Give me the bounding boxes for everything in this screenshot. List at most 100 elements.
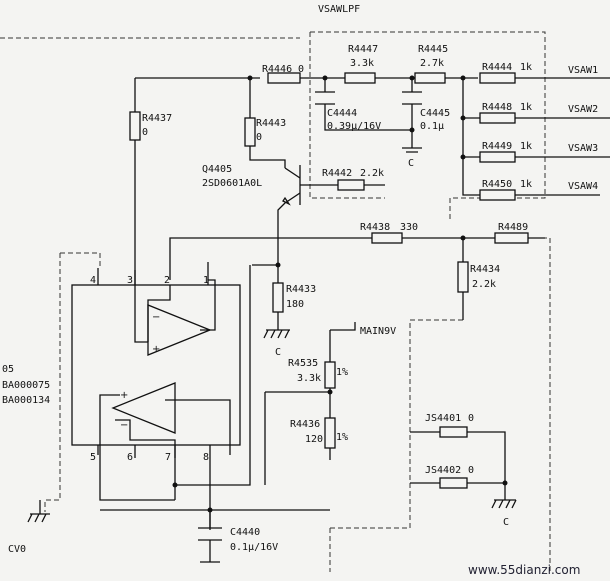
resistor-r4446-body: [267, 72, 301, 84]
label-js4401-ref: JS4401: [425, 413, 461, 424]
label-r4437-ref: R4437: [142, 113, 172, 124]
ic-package: [71, 284, 241, 446]
label-r4445-ref: R4445: [418, 44, 448, 55]
label-r4434-value: 2.2k: [472, 279, 496, 290]
ic-body: [71, 284, 241, 446]
wires: [39, 77, 610, 562]
label-c4444-ref: C4444: [327, 108, 357, 119]
pin-5: 5: [90, 452, 96, 463]
resistor-r4437-body: [129, 111, 141, 141]
resistor-r4433-body: [272, 282, 284, 313]
jumper-js4402-body: [439, 477, 468, 489]
label-r4489-ref: R4489: [498, 222, 528, 233]
label-r4436-value: 120: [305, 434, 323, 445]
label-r4447-value: 3.3k: [350, 58, 374, 69]
ground-r4433: [263, 329, 290, 339]
ground-cv0: [27, 513, 50, 523]
resistor-r4434-body: [457, 261, 469, 293]
opamp-lower: [111, 382, 176, 434]
label-r4445-value: 2.7k: [420, 58, 444, 69]
resistor-r4450-body: [479, 189, 516, 201]
pin-4: 4: [90, 275, 96, 286]
label-r4535-tol: 1%: [336, 367, 348, 378]
label-r4442-ref: R4442: [322, 168, 352, 179]
label-js4402-ref: JS4402: [425, 465, 461, 476]
label-r4433-gnd: C: [275, 347, 281, 358]
pin-3: 3: [127, 275, 133, 286]
label-r4446-value: 0: [298, 64, 304, 75]
label-r4450-ref: R4450: [482, 179, 512, 190]
label-js4402-value: 0: [468, 465, 474, 476]
label-ic-ref: 05: [2, 364, 14, 375]
label-q4405-part: 2SD0601A0L: [202, 178, 262, 189]
opamp-lower-plus: +: [120, 390, 128, 401]
pin-2: 2: [164, 275, 170, 286]
label-main9v: MAIN9V: [360, 326, 396, 337]
ground-js4402: [491, 499, 517, 509]
label-r4433-ref: R4433: [286, 284, 316, 295]
label-vsaw3: VSAW3: [568, 143, 598, 154]
resistor-r4445-body: [414, 72, 446, 84]
label-r4438-ref: R4438: [360, 222, 390, 233]
label-r4447-ref: R4447: [348, 44, 378, 55]
label-c4440-ref: C4440: [230, 527, 260, 538]
label-q4405: Q4405: [202, 164, 232, 175]
pin-1: 1: [203, 275, 209, 286]
label-r4450-value: 1k: [520, 179, 532, 190]
opamp-lower-minus: −: [120, 420, 128, 431]
label-r4535-ref: R4535: [288, 358, 318, 369]
pin-6: 6: [127, 452, 133, 463]
capacitor-c4444-plates: [315, 91, 335, 105]
resistor-r4444-body: [479, 72, 516, 84]
label-vsaw4: VSAW4: [568, 181, 598, 192]
label-r4448-ref: R4448: [482, 102, 512, 113]
watermark: www.55dianzi.com: [468, 563, 580, 577]
label-r4433-value: 180: [286, 299, 304, 310]
label-ic-part2: BA000134: [2, 395, 50, 406]
pin-7: 7: [165, 452, 171, 463]
label-r4434-ref: R4434: [470, 264, 500, 275]
pin-8: 8: [203, 452, 209, 463]
resistor-r4489-body: [494, 232, 529, 244]
resistor-r4442-body: [337, 179, 365, 191]
label-r4449-ref: R4449: [482, 141, 512, 152]
label-c4445-value: 0.1μ: [420, 121, 444, 132]
label-js4402-gnd: C: [503, 517, 509, 528]
label-c4444-value: 0.39μ/16V: [327, 121, 381, 132]
label-r4449-value: 1k: [520, 141, 532, 152]
label-r4446-ref: R4446: [262, 64, 292, 75]
label-r4436-ref: R4436: [290, 419, 320, 430]
label-r4443-ref: R4443: [256, 118, 286, 129]
label-r4442-value: 2.2k: [360, 168, 384, 179]
label-r4436-tol: 1%: [336, 432, 348, 443]
capacitor-plates: [198, 91, 422, 541]
junction-dots: [172, 75, 508, 513]
capacitor-c4440-plates: [198, 527, 222, 541]
ground-c4445: [402, 147, 422, 153]
label-js4401-value: 0: [468, 413, 474, 424]
label-vsaw2: VSAW2: [568, 104, 598, 115]
resistor-r4438-body: [371, 232, 403, 244]
opamp-upper: [147, 304, 212, 356]
label-r4437-value: 0: [142, 127, 148, 138]
text-labels: VSAWLPF R4446 0 R4447 3.3k R4445 2.7k R4…: [2, 4, 598, 577]
label-cv0: CV0: [8, 544, 26, 555]
label-r4535-value: 3.3k: [297, 373, 321, 384]
opamp-upper-minus: −: [152, 312, 160, 323]
resistor-r4535-body: [324, 361, 336, 389]
label-vsaw1: VSAW1: [568, 65, 598, 76]
label-c4440-value: 0.1μ/16V: [230, 542, 278, 553]
label-r4448-value: 1k: [520, 102, 532, 113]
label-ic-part1: BA000075: [2, 380, 50, 391]
resistor-r4449-body: [479, 151, 516, 163]
ground-symbols: [27, 147, 517, 563]
resistor-r4436-body: [324, 417, 336, 449]
label-r4444-value: 1k: [520, 62, 532, 73]
label-r4443-value: 0: [256, 132, 262, 143]
jumper-js4401-body: [439, 426, 468, 438]
resistor-r4443-body: [244, 117, 256, 147]
resistor-r4448-body: [479, 112, 516, 124]
resistor-bodies: [129, 72, 529, 489]
label-c4445-ref: C4445: [420, 108, 450, 119]
